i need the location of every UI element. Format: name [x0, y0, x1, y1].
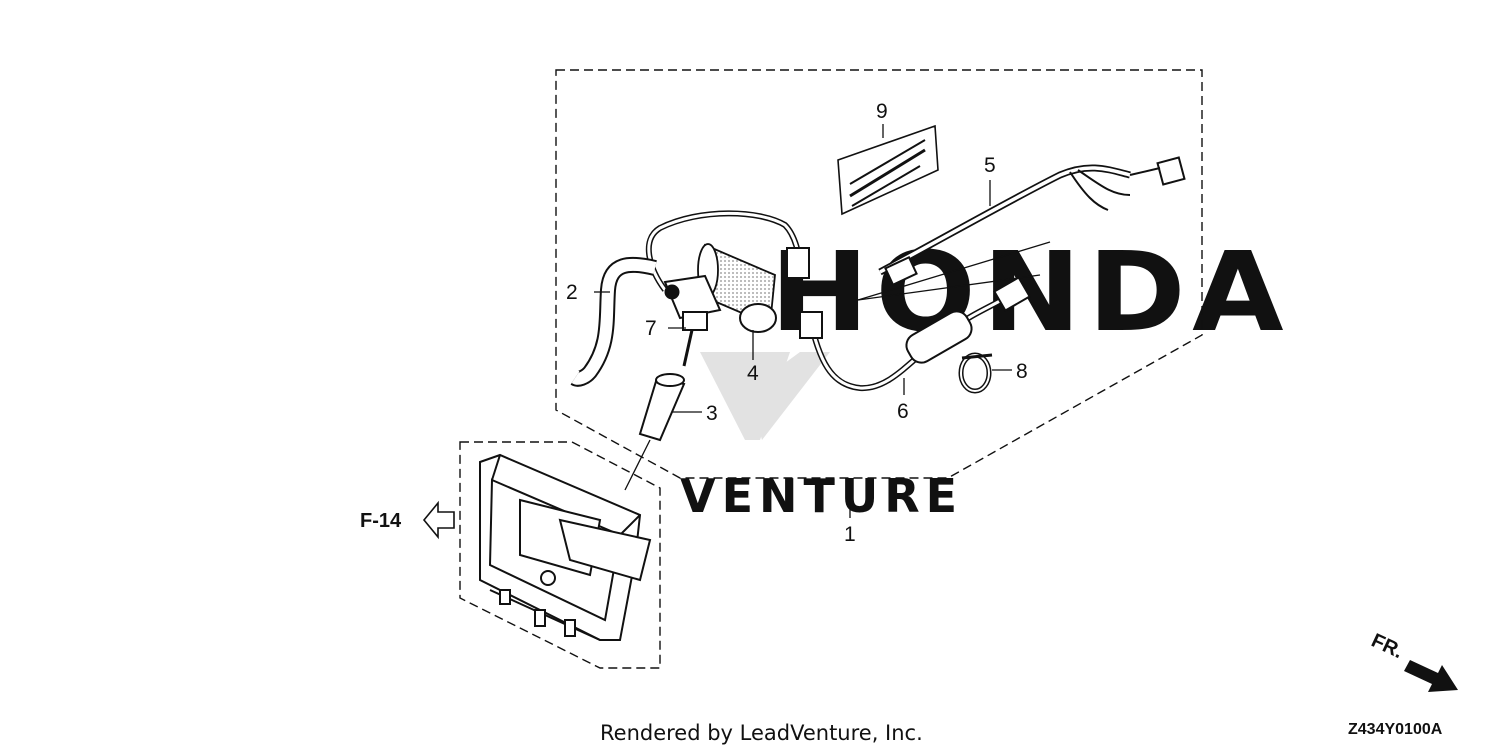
label-decal-part: [837, 124, 939, 216]
figure-reference[interactable]: F-14: [360, 510, 402, 532]
mounting-frame-part: [479, 453, 652, 641]
callout-7: 7: [645, 317, 657, 340]
diagram-code: Z434Y0100A: [1348, 721, 1443, 738]
left-arrow-icon[interactable]: [422, 500, 455, 540]
kit-boundary: [555, 69, 1203, 479]
callout-1: 1: [844, 523, 856, 546]
rendered-by-text: Rendered by LeadVenture, Inc.: [600, 721, 923, 745]
callout-leaders: [594, 124, 1012, 518]
wire-harness-part: [878, 156, 1186, 286]
solenoid-part: [645, 210, 810, 333]
frame-boundary: [459, 441, 661, 669]
front-arrow-icon: [1404, 660, 1458, 692]
callout-5: 5: [984, 154, 996, 177]
sub-harness-part: [799, 276, 1031, 392]
hose-clamp-part: [958, 352, 993, 394]
callout-9: 9: [876, 100, 888, 123]
leadventure-watermark: VENTURE: [680, 469, 963, 523]
honda-watermark: HONDA: [770, 228, 1290, 356]
leadventure-v-logo: [700, 352, 830, 440]
callout-4: 4: [747, 362, 759, 385]
front-label: FR.: [1368, 630, 1406, 664]
callout-6: 6: [897, 400, 909, 423]
callout-2: 2: [566, 281, 578, 304]
callout-8: 8: [1016, 360, 1028, 383]
sleeve-tube-part: [624, 373, 686, 491]
hose-part: [570, 256, 657, 387]
callout-3: 3: [706, 402, 718, 425]
valve-needle-part: [682, 311, 708, 367]
